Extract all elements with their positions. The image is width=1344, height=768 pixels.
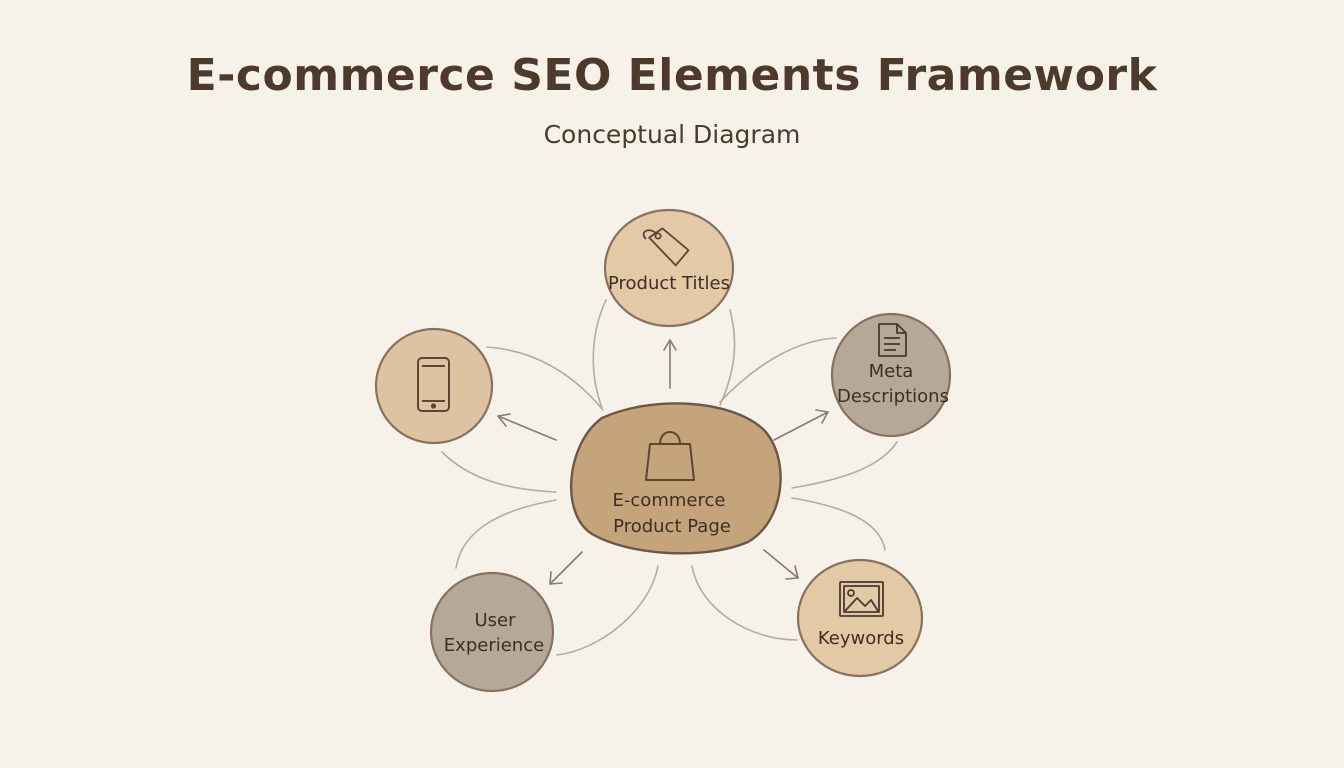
node-label-line2: Experience — [444, 635, 544, 656]
connector-line — [719, 337, 837, 403]
arrow-left — [497, 413, 557, 441]
node-user-experience: User Experience — [429, 571, 555, 693]
connector-line — [791, 441, 898, 489]
node-center: E-commerce Product Page — [569, 402, 782, 555]
connector-line — [455, 499, 557, 569]
arrow-down-left — [549, 551, 583, 585]
connector-line — [691, 565, 798, 641]
node-label-line1: Meta — [869, 361, 914, 382]
arrow-up — [663, 339, 677, 389]
node-product-titles: Product Titles — [603, 208, 735, 328]
node-mobile — [374, 327, 494, 445]
node-meta-descriptions: Meta Descriptions — [830, 312, 952, 438]
node-label-line1: User — [474, 610, 516, 631]
arrow-right — [773, 409, 829, 441]
connector-lines — [441, 299, 898, 656]
tag-icon — [642, 227, 690, 267]
center-label-line2: Product Page — [613, 516, 731, 537]
connector-line — [556, 565, 659, 656]
center-label-line1: E-commerce — [613, 490, 726, 511]
node-label: Product Titles — [608, 273, 730, 294]
connector-line — [592, 299, 607, 409]
node-keywords: Keywords — [796, 558, 924, 678]
image-icon — [839, 581, 884, 617]
connector-line — [719, 309, 736, 406]
smartphone-icon — [417, 357, 450, 412]
node-label: Keywords — [818, 628, 904, 649]
shopping-bag-icon — [645, 431, 695, 481]
connector-line — [791, 497, 886, 551]
connector-line — [486, 346, 604, 411]
connector-line — [441, 451, 557, 493]
node-label-line2: Descriptions — [837, 386, 949, 407]
page-title: E-commerce SEO Elements Framework — [186, 50, 1158, 101]
arrows — [497, 339, 829, 585]
document-icon — [878, 323, 907, 357]
page-subtitle: Conceptual Diagram — [543, 120, 801, 149]
arrow-down-right — [763, 549, 799, 580]
